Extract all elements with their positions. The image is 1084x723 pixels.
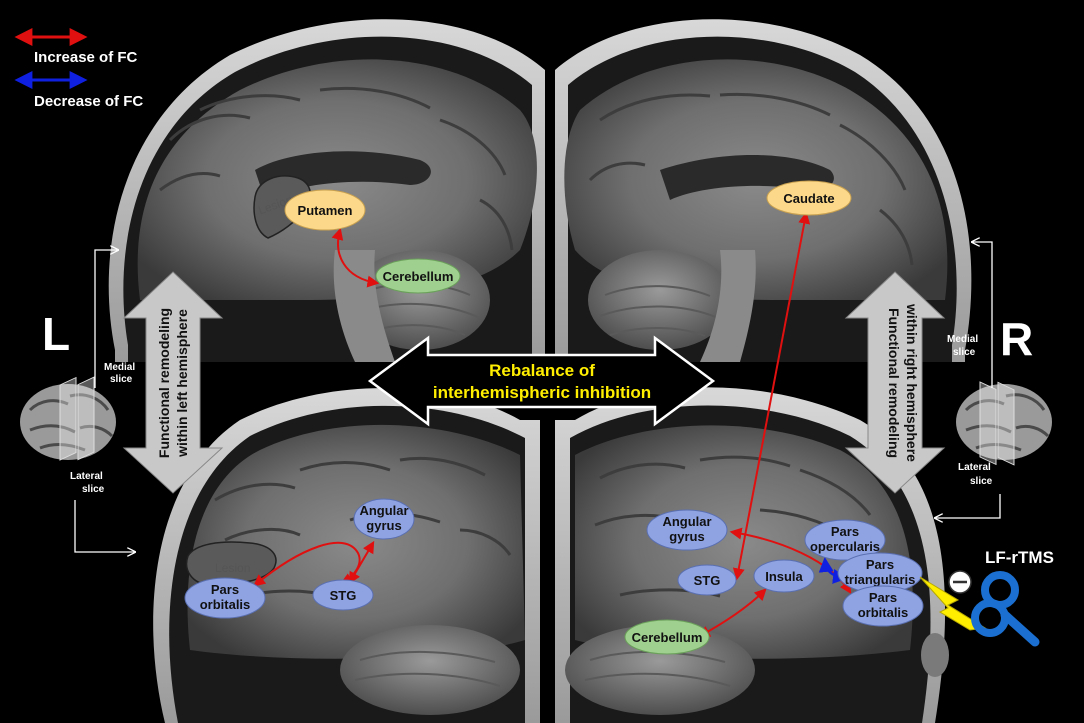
angular-gyrus-left-label-2: gyrus	[366, 518, 401, 533]
right-remodeling-label-2: within right hemisphere	[904, 303, 920, 462]
legend: Increase of FC Decrease of FC	[14, 28, 143, 110]
insula-label: Insula	[765, 569, 803, 584]
legend-decrease-label: Decrease of FC	[34, 93, 143, 110]
node-cerebellum-bottom: Cerebellum	[624, 619, 710, 655]
left-remodeling-label-2: within left hemisphere	[174, 309, 190, 458]
cerebellum-bottom-label: Cerebellum	[632, 630, 703, 645]
right-lateral-slice-label-2: slice	[970, 476, 993, 487]
pars-opercularis-label-1: Pars	[831, 524, 859, 539]
left-lateral-connector	[74, 500, 135, 552]
angular-gyrus-right-label-2: gyrus	[669, 529, 704, 544]
left-lateral-slice-label-2: slice	[82, 484, 105, 495]
interhemispheric-label-2: interhemispheric inhibition	[433, 383, 651, 402]
pars-triangularis-label-2: triangularis	[845, 572, 916, 587]
pars-opercularis-label-2: opercularis	[810, 539, 880, 554]
right-medial-connector	[972, 242, 993, 388]
left-remodeling-label-1: Functional remodeling	[156, 308, 172, 458]
node-insula: Insula	[753, 559, 815, 593]
right-lateral-connector	[935, 494, 1001, 518]
right-remodeling-label-1: Functional remodeling	[886, 308, 902, 458]
left-medial-slice-label-1: Medial	[104, 362, 135, 373]
right-medial-slice-label-1: Medial	[947, 334, 978, 345]
interhemispheric-label-1: Rebalance of	[489, 361, 595, 380]
angular-gyrus-right-label-1: Angular	[662, 514, 711, 529]
angular-gyrus-stg-link-left	[348, 540, 375, 585]
stg-right-label: STG	[694, 573, 721, 588]
node-pars-opercularis: Pars opercularis	[804, 519, 886, 561]
left-hemisphere-letter: L	[42, 308, 70, 360]
left-medial-slice-label-2: slice	[110, 374, 133, 385]
caudate-stg-link	[732, 211, 811, 581]
node-caudate: Caudate	[766, 180, 852, 216]
node-pars-orbitalis-left: Pars orbitalis	[184, 577, 266, 619]
left-lateral-slice-image	[153, 388, 540, 723]
right-slice-brain-icon	[956, 381, 1052, 466]
node-pars-triangularis: Pars triangularis	[837, 552, 923, 594]
left-lateral-slice-label-1: Lateral	[70, 471, 103, 482]
tms-coil-handle	[1000, 610, 1040, 647]
node-stg-left: STG	[312, 579, 374, 611]
angular-gyrus-left-label-1: Angular	[359, 503, 408, 518]
right-hemisphere-letter: R	[1000, 313, 1033, 365]
pars-orbitalis-right-label-2: orbitalis	[858, 605, 909, 620]
legend-increase-label: Increase of FC	[34, 49, 138, 66]
tms-label: LF-rTMS	[985, 548, 1054, 567]
stg-left-label: STG	[330, 588, 357, 603]
pars-orbitalis-left-label-2: orbitalis	[200, 597, 251, 612]
node-angular-gyrus-right: Angular gyrus	[646, 509, 728, 551]
left-remodeling-arrow: Functional remodeling within left hemisp…	[122, 271, 224, 494]
right-medial-slice-image	[555, 19, 972, 363]
node-angular-gyrus-left: Angular gyrus	[353, 498, 415, 540]
node-stg-right: STG	[677, 564, 737, 596]
cerebellum-top-label: Cerebellum	[383, 269, 454, 284]
node-cerebellum-top: Cerebellum	[375, 258, 461, 294]
node-pars-orbitalis-right: Pars orbitalis	[842, 585, 924, 627]
right-lateral-slice-label-1: Lateral	[958, 462, 991, 473]
caudate-label: Caudate	[783, 191, 834, 206]
pars-orbitalis-left-label-1: Pars	[211, 582, 239, 597]
node-putamen: Putamen	[284, 189, 366, 231]
right-medial-slice-label-2: slice	[953, 347, 976, 358]
putamen-cerebellum-link	[331, 227, 380, 288]
left-slice-brain-icon	[20, 376, 116, 461]
interhemispheric-arrow: Rebalance of interhemispheric inhibition	[367, 335, 716, 427]
pars-triangularis-label-1: Pars	[866, 557, 894, 572]
pars-orbitalis-right-label-1: Pars	[869, 590, 897, 605]
lesion-lateral-label: Lesion	[215, 561, 250, 575]
right-remodeling-arrow: Functional remodeling within right hemis…	[844, 271, 946, 494]
tms-coil-icon-bottom	[971, 599, 1009, 637]
putamen-label: Putamen	[298, 203, 353, 218]
left-medial-connector	[94, 250, 118, 388]
tms-coil: LF-rTMS	[919, 548, 1054, 647]
